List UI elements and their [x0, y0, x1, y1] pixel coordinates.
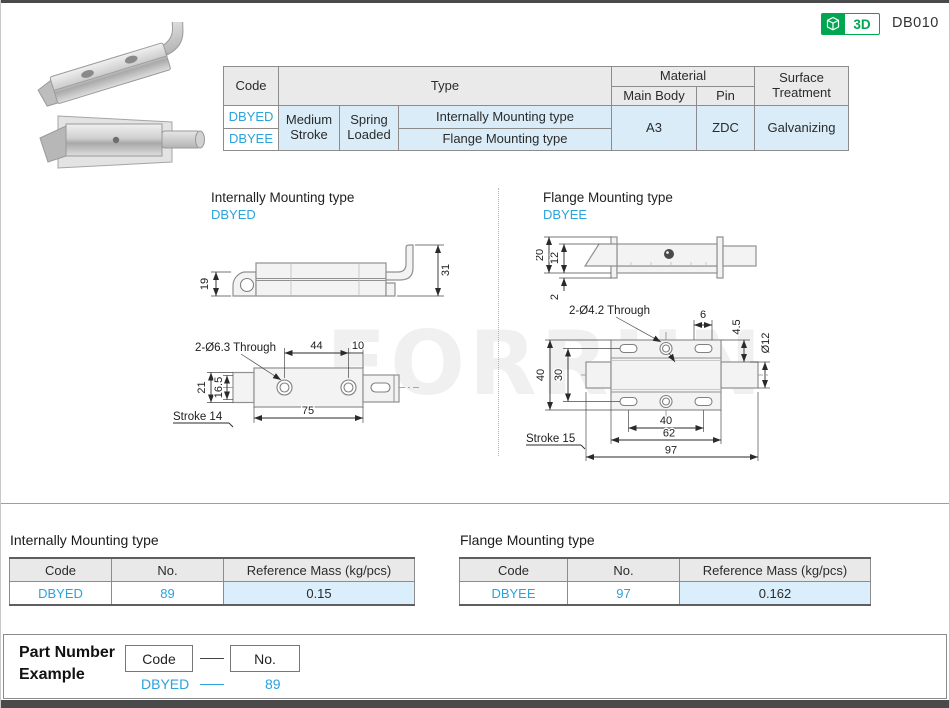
- product-photo: [37, 22, 205, 169]
- internal-side-view-drawing: 19 31: [198, 244, 453, 297]
- dim-30: 30: [553, 369, 565, 381]
- mass-header-code: Code: [9, 557, 112, 582]
- dim-19: 19: [199, 278, 211, 290]
- section-divider: [1, 503, 949, 504]
- spec-table: Code Type Material Surface Treatment Mai…: [223, 66, 849, 151]
- dim-75: 75: [302, 405, 314, 417]
- hole-note-internal: 2-Ø6.3 Through: [195, 342, 276, 354]
- pn-example-no: 89: [265, 676, 281, 692]
- mass-no-89[interactable]: 89: [111, 581, 224, 606]
- mass-header-no: No.: [111, 557, 224, 582]
- mass-no-97[interactable]: 97: [567, 581, 680, 606]
- cube-3d-icon: [821, 13, 845, 35]
- badge-3d[interactable]: 3D: [821, 13, 880, 35]
- internal-drawing-code[interactable]: DBYED: [211, 207, 256, 222]
- stroke-14-label: Stroke 14: [173, 411, 223, 423]
- badge-3d-label: 3D: [845, 13, 880, 35]
- dim-20: 20: [536, 249, 546, 261]
- pn-dash: [200, 658, 224, 659]
- flange-side-view-drawing: 20 12 2: [536, 236, 757, 301]
- dim-4-5: 4.5: [731, 319, 743, 334]
- dim-62: 62: [663, 428, 675, 440]
- dim-21: 21: [196, 381, 208, 393]
- flange-mass-section: Flange Mounting type Code No. Reference …: [459, 532, 871, 606]
- drawing-divider: [498, 188, 499, 456]
- spec-type-flange: Flange Mounting type: [398, 128, 612, 151]
- mass-code-dbyed[interactable]: DBYED: [9, 581, 112, 606]
- hole-note-flange: 2-Ø4.2 Through: [569, 305, 650, 317]
- mass-code-dbyee[interactable]: DBYEE: [459, 581, 568, 606]
- table-row: DBYEE 97 0.162: [459, 581, 871, 606]
- flange-drawing-code[interactable]: DBYEE: [543, 207, 588, 222]
- spec-col-pin: Pin: [696, 86, 755, 106]
- spec-surface: Galvanizing: [754, 105, 849, 151]
- dim-2: 2: [549, 294, 561, 300]
- dim-6: 6: [700, 309, 706, 321]
- spec-code-dbyed[interactable]: DBYED: [223, 105, 279, 129]
- flange-front-view-drawing: 2-Ø4.2 Through 6 4.5 Ø12 40 30 40 62 9: [525, 304, 773, 461]
- dim-40v: 40: [535, 369, 547, 381]
- dim-dia12: Ø12: [760, 333, 772, 354]
- pn-example-code: DBYED: [141, 676, 190, 692]
- spec-pin: ZDC: [696, 105, 755, 151]
- spec-code-dbyee[interactable]: DBYEE: [223, 128, 279, 151]
- part-number-label-line2: Example: [19, 666, 85, 683]
- part-number-example: Part Number Example Code No. DBYED 89: [3, 634, 947, 699]
- dim-44: 44: [310, 340, 322, 352]
- dim-12: 12: [549, 252, 561, 264]
- dim-40: 40: [660, 415, 672, 427]
- pn-example-dash: [200, 684, 224, 685]
- internal-drawing-title: Internally Mounting type: [211, 190, 355, 205]
- dim-31: 31: [440, 264, 452, 276]
- flange-drawing-title: Flange Mounting type: [543, 190, 673, 205]
- spec-spring: Spring Loaded: [339, 105, 399, 151]
- spec-col-type: Type: [278, 66, 612, 106]
- stroke-15-label: Stroke 15: [526, 433, 575, 445]
- table-row: DBYED 89 0.15: [9, 581, 415, 606]
- dim-97: 97: [665, 445, 677, 457]
- product-code: DB010: [892, 15, 939, 31]
- mass-value-0162: 0.162: [679, 581, 871, 606]
- internal-mass-section: Internally Mounting type Code No. Refere…: [9, 532, 415, 606]
- top-border-bar: [1, 0, 949, 3]
- mass-header-ref: Reference Mass (kg/pcs): [223, 557, 415, 582]
- bottom-border-bar: [1, 700, 949, 708]
- pn-code-box: Code: [125, 645, 193, 672]
- latch-flange-photo: [39, 115, 205, 169]
- spec-stroke: Medium Stroke: [278, 105, 340, 151]
- flange-mass-title: Flange Mounting type: [460, 532, 595, 548]
- part-number-label-line1: Part Number: [19, 644, 116, 661]
- mass-header-no: No.: [567, 557, 680, 582]
- internal-plan-view-drawing: 2-Ø6.3 Through 44 10 21 16.5 75 Stroke 1…: [172, 339, 419, 428]
- spec-col-surface: Surface Treatment: [754, 66, 849, 106]
- spec-main-body: A3: [611, 105, 697, 151]
- spec-type-internal: Internally Mounting type: [398, 105, 612, 129]
- mass-value-015: 0.15: [223, 581, 415, 606]
- mass-header-code: Code: [459, 557, 568, 582]
- internal-mass-title: Internally Mounting type: [10, 532, 159, 548]
- latch-internal-photo: [37, 22, 184, 107]
- part-number-example-label: Part Number Example: [19, 642, 115, 686]
- pn-no-box: No.: [230, 645, 300, 672]
- internal-mass-table: Code No. Reference Mass (kg/pcs) DBYED 8…: [9, 557, 415, 606]
- spec-col-material: Material: [611, 66, 755, 87]
- mass-header-ref: Reference Mass (kg/pcs): [679, 557, 871, 582]
- spec-col-code: Code: [223, 66, 279, 106]
- flange-mass-table: Code No. Reference Mass (kg/pcs) DBYEE 9…: [459, 557, 871, 606]
- spec-col-main-body: Main Body: [611, 86, 697, 106]
- dim-10: 10: [352, 340, 364, 352]
- dim-16-5: 16.5: [213, 377, 225, 398]
